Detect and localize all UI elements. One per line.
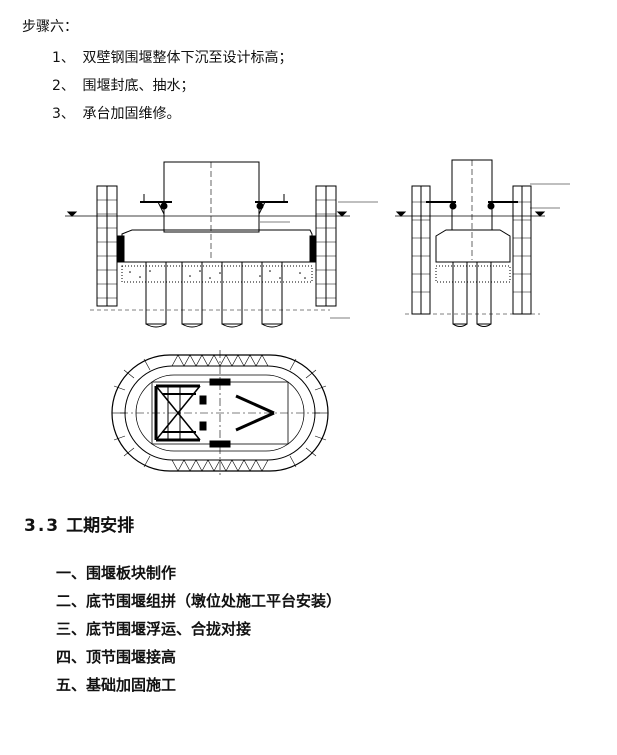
section-title: 工期安排 (66, 516, 135, 536)
schedule-item-1: 一、围堰板块制作 (56, 564, 177, 582)
schedule-item-4: 四、顶节围堰接高 (56, 648, 177, 666)
step-item-number: 3、 (52, 106, 75, 122)
step-item-1: 1、 双壁钢围堰整体下沉至设计标高； (52, 47, 292, 67)
step-item-text: 双壁钢围堰整体下沉至设计标高； (82, 50, 293, 66)
elevation-view-side (395, 159, 570, 327)
step-item-number: 2、 (52, 78, 75, 94)
step-title: 步骤六： (22, 19, 78, 35)
step-item-text: 承台加固维修。 (82, 106, 181, 122)
schedule-item-3: 三、底节围堰浮运、合拢对接 (56, 620, 252, 638)
step-item-2: 2、 围堰封底、抽水； (52, 75, 194, 95)
section-number: 3.3 (24, 516, 61, 536)
plan-view (111, 350, 329, 476)
schedule-item-5: 五、基础加固施工 (56, 676, 177, 694)
step-item-3: 3、 承台加固维修。 (52, 103, 180, 123)
cofferdam-drawing (65, 159, 570, 476)
elevation-view-main (65, 161, 378, 328)
schedule-item-2: 二、底节围堰组拼（墩位处施工平台安装） (56, 592, 342, 610)
step-item-text: 围堰封底、抽水； (82, 78, 195, 94)
step-item-number: 1、 (52, 50, 75, 66)
